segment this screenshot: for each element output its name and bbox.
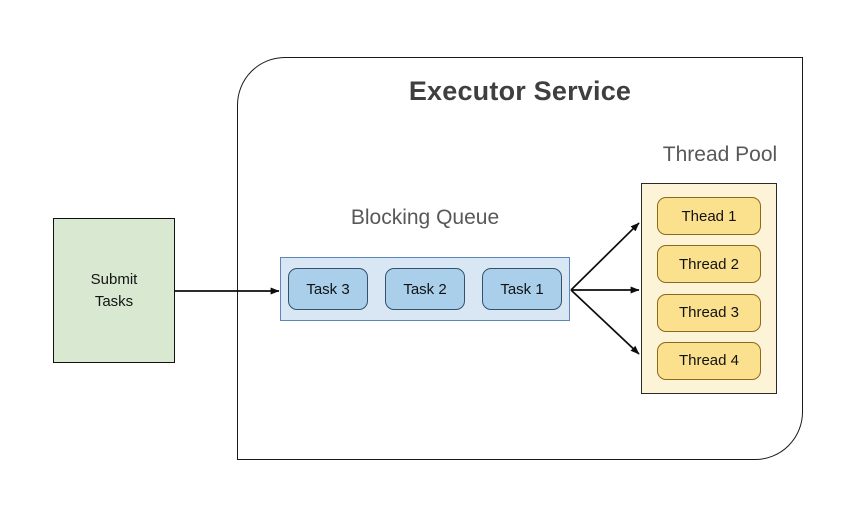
thread-box: Thread 4 — [657, 341, 761, 380]
thread-box: Thread 2 — [657, 245, 761, 284]
task-box: Task 1 — [482, 268, 562, 310]
thread-box: Thread 3 — [657, 293, 761, 332]
arrow-queue-to-thread-bottom — [570, 289, 640, 355]
task-box: Task 3 — [288, 268, 368, 310]
submit-tasks-box: Submit Tasks — [53, 218, 175, 363]
task-box: Task 2 — [385, 268, 465, 310]
executor-service-title: Executor Service — [408, 76, 632, 106]
arrow-queue-to-thread-top — [570, 222, 640, 291]
thread-pool-container: Thead 1 Thread 2 Thread 3 Thread 4 — [641, 183, 777, 394]
thread-pool-title: Thread Pool — [662, 143, 778, 166]
blocking-queue-container: Task 3 Task 2 Task 1 — [280, 257, 570, 321]
executor-service-container — [237, 57, 803, 460]
submit-tasks-label: Submit Tasks — [90, 271, 138, 310]
blocking-queue-title: Blocking Queue — [350, 206, 500, 229]
thread-box: Thead 1 — [657, 197, 761, 235]
